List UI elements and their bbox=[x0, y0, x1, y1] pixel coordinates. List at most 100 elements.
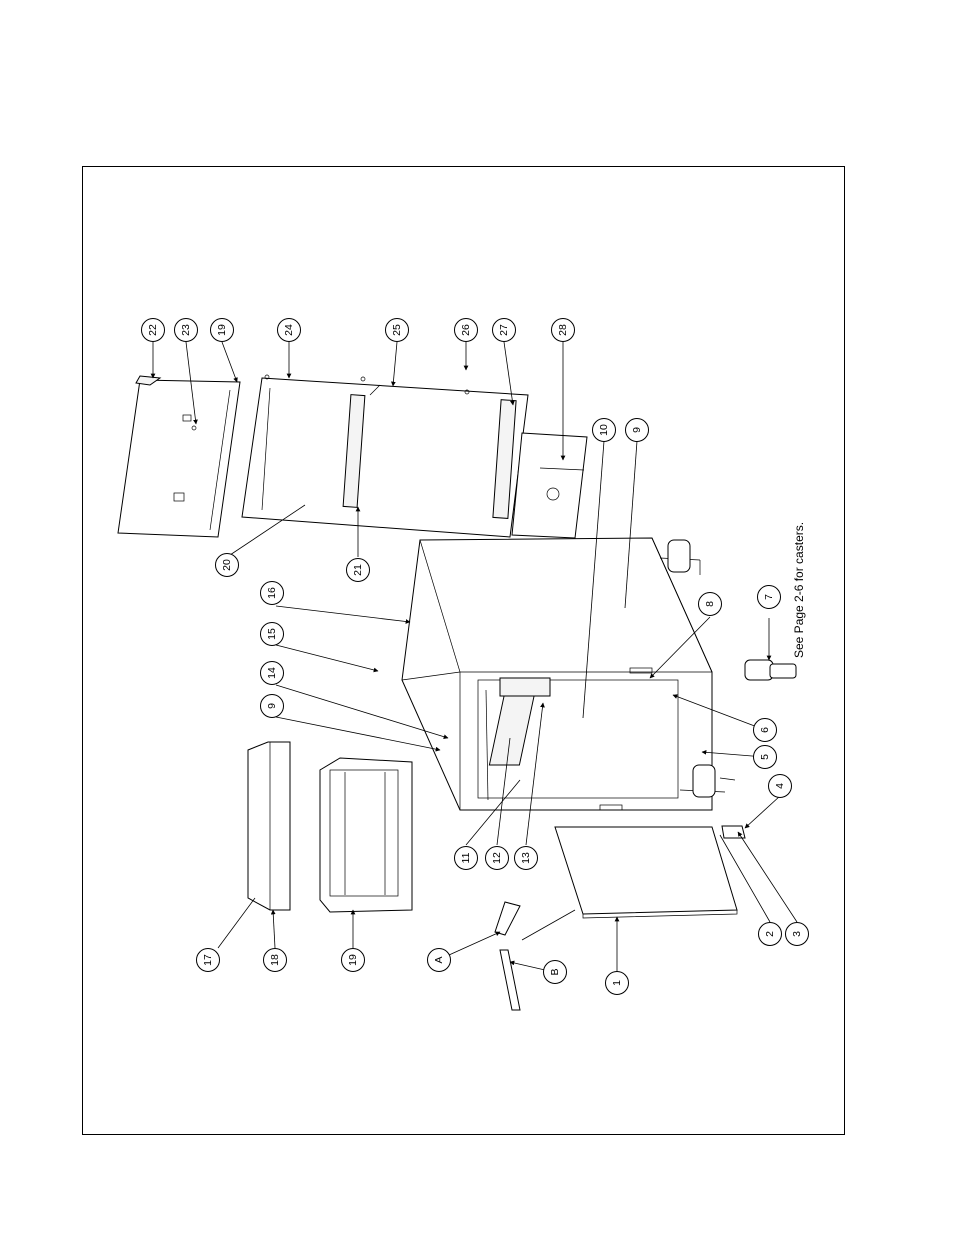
callout-label: 19 bbox=[347, 954, 359, 966]
callout-label: 6 bbox=[759, 727, 771, 733]
callout-4-3: 4 bbox=[768, 774, 792, 798]
callout-circle bbox=[260, 694, 284, 718]
callout-circle bbox=[260, 622, 284, 646]
callout-22-23: 22 bbox=[141, 318, 165, 342]
callout-circle bbox=[385, 318, 409, 342]
callout-label: 14 bbox=[266, 667, 278, 679]
callout-circle bbox=[753, 718, 777, 742]
callout-label: 4 bbox=[774, 783, 786, 789]
callout-label: 23 bbox=[180, 324, 192, 336]
callout-label: 9 bbox=[266, 703, 278, 709]
callout-label: 21 bbox=[352, 564, 364, 576]
door-1 bbox=[554, 826, 738, 919]
callout-label: 8 bbox=[704, 601, 716, 607]
callout-8-7: 8 bbox=[698, 592, 722, 616]
callout-label: 11 bbox=[460, 852, 472, 863]
callout-7-6: 7 bbox=[757, 585, 781, 609]
leader-lines bbox=[150, 341, 798, 972]
callout-label: 10 bbox=[598, 424, 610, 436]
callout-circle bbox=[141, 318, 165, 342]
callout-10-10: 10 bbox=[592, 418, 616, 442]
callout-circle bbox=[698, 592, 722, 616]
callout-18-18: 18 bbox=[263, 948, 287, 972]
callout-circle bbox=[514, 846, 538, 870]
callout-15-15: 15 bbox=[260, 622, 284, 646]
callout-circle bbox=[625, 418, 649, 442]
callout-17-17: 17 bbox=[196, 948, 220, 972]
bracket-4 bbox=[721, 825, 746, 839]
callout-label: 18 bbox=[269, 954, 281, 966]
callout-circle bbox=[196, 948, 220, 972]
callout-circle bbox=[768, 774, 792, 798]
callout-circle bbox=[263, 948, 287, 972]
callout-3-2: 3 bbox=[785, 922, 809, 946]
callout-circle bbox=[346, 558, 370, 582]
callout-label: 1 bbox=[611, 980, 623, 986]
callout-circle bbox=[215, 553, 239, 577]
callout-19-19: 19 bbox=[341, 948, 365, 972]
callout-circle bbox=[758, 922, 782, 946]
callout-label: 3 bbox=[791, 931, 803, 937]
callout-label: 25 bbox=[391, 324, 403, 336]
callout-28-29: 28 bbox=[551, 318, 575, 342]
callout-1-0: 1 bbox=[605, 971, 629, 995]
callout-label: 9 bbox=[631, 427, 643, 433]
back-panel bbox=[241, 374, 529, 538]
note-text: See Page 2-6 for casters. bbox=[792, 522, 806, 658]
callout-27-28: 27 bbox=[492, 318, 516, 342]
callout-19-20: 19 bbox=[210, 318, 234, 342]
callout-circle bbox=[174, 318, 198, 342]
callout-label: 7 bbox=[763, 594, 775, 600]
callout-label: 15 bbox=[266, 628, 278, 640]
callout-circle bbox=[260, 661, 284, 685]
callout-circle bbox=[785, 922, 809, 946]
drawer-19 bbox=[319, 757, 413, 913]
callout-6-5: 6 bbox=[753, 718, 777, 742]
callout-26-27: 26 bbox=[454, 318, 478, 342]
callout-circle bbox=[492, 318, 516, 342]
callout-2-1: 2 bbox=[758, 922, 782, 946]
callout-9-9: 9 bbox=[260, 694, 284, 718]
callout-label: 28 bbox=[557, 324, 569, 336]
callout-25-26: 25 bbox=[385, 318, 409, 342]
callout-circle bbox=[454, 846, 478, 870]
callout-circle bbox=[341, 948, 365, 972]
callout-label: 2 bbox=[764, 931, 776, 937]
callout-label: 20 bbox=[221, 559, 233, 571]
callout-label: 13 bbox=[520, 852, 532, 864]
callout-circle bbox=[753, 745, 777, 769]
callout-label: 12 bbox=[491, 852, 503, 864]
callout-label: 17 bbox=[202, 954, 214, 966]
callout-circle bbox=[260, 581, 284, 605]
callout-14-14: 14 bbox=[260, 661, 284, 685]
callout-circle bbox=[277, 318, 301, 342]
callout-label: B bbox=[549, 968, 561, 975]
callout-20-21: 20 bbox=[215, 553, 239, 577]
callout-circle bbox=[485, 846, 509, 870]
cabinet-body bbox=[401, 537, 736, 811]
callout-label: 5 bbox=[759, 754, 771, 760]
panel-28 bbox=[511, 432, 588, 539]
callout-label: 24 bbox=[283, 324, 295, 336]
callout-5-4: 5 bbox=[753, 745, 777, 769]
callout-label: 16 bbox=[266, 587, 278, 599]
callout-label: 26 bbox=[460, 324, 472, 336]
hinge-a bbox=[494, 901, 521, 936]
top-panel bbox=[117, 375, 241, 538]
callout-circle bbox=[605, 971, 629, 995]
callout-a-30: A bbox=[427, 948, 451, 972]
drawer-17 bbox=[247, 741, 291, 911]
callout-circle bbox=[427, 948, 451, 972]
callout-label: A bbox=[433, 956, 445, 963]
callout-circle bbox=[551, 318, 575, 342]
callout-9-8: 9 bbox=[625, 418, 649, 442]
callout-21-22: 21 bbox=[346, 558, 370, 582]
callout-12-12: 12 bbox=[485, 846, 509, 870]
callout-circle bbox=[210, 318, 234, 342]
callout-label: 27 bbox=[498, 324, 510, 336]
callout-label: 22 bbox=[147, 324, 159, 336]
callout-16-16: 16 bbox=[260, 581, 284, 605]
callout-11-11: 11 bbox=[454, 846, 478, 870]
